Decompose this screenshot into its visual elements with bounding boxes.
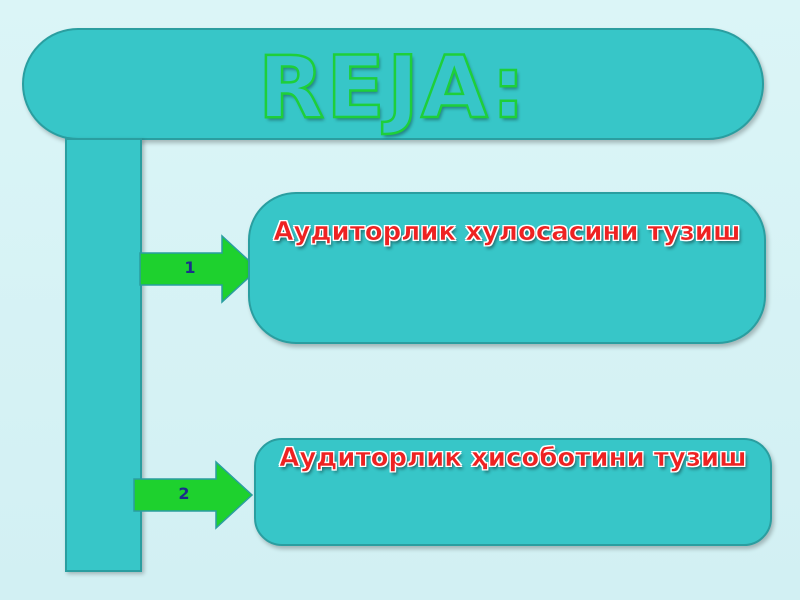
right-arrow-icon	[139, 234, 260, 304]
right-arrow-icon	[133, 460, 254, 530]
item-text-1: Аудиторлик хулосасини тузиш	[273, 217, 741, 248]
item-text-2: Аудиторлик ҳисоботини тузиш	[279, 443, 747, 474]
item-box-2: Аудиторлик ҳисоботини тузиш	[254, 438, 772, 546]
header-bar	[22, 28, 764, 140]
arrow-2-icon: 2	[133, 460, 254, 530]
vertical-connector-bar	[65, 138, 142, 572]
item-number-1: 1	[184, 258, 196, 277]
arrow-1-icon: 1	[139, 234, 260, 304]
slide-title: REJA:	[257, 38, 528, 138]
item-box-1: Аудиторлик хулосасини тузиш	[248, 192, 766, 344]
item-number-2: 2	[178, 484, 190, 503]
